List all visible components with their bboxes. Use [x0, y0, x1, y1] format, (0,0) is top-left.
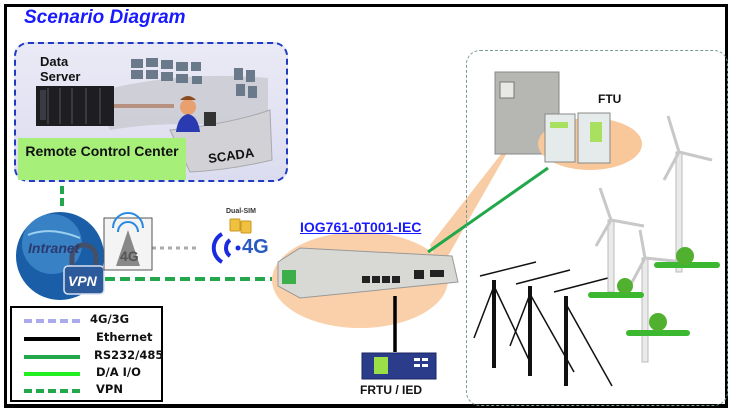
operator-icon: [176, 96, 216, 132]
intranet-label: Intranet: [28, 240, 80, 256]
ftu-label: FTU: [598, 92, 622, 106]
legend-label-4g3g: 4G/3G: [90, 312, 130, 326]
legend-label-rs232: RS232/485: [94, 348, 164, 362]
legend-swatch-rs232: [24, 355, 80, 359]
data-server-icon: [36, 86, 114, 126]
legend-label-ethernet: Ethernet: [96, 330, 153, 344]
legend-swatch-vpn: [24, 389, 80, 393]
utility-poles-icon: [473, 261, 613, 387]
dual-sim-icon: [229, 218, 252, 234]
gateway-router-icon: [277, 247, 459, 299]
cell-tower-label: 4G: [120, 248, 139, 264]
remote-control-center-banner: Remote Control Center: [18, 138, 186, 180]
legend-label-vpn: VPN: [96, 382, 123, 396]
dual-sim-label: Dual-SIM: [226, 208, 256, 215]
legend-item-vpn: VPN: [18, 382, 163, 398]
legend-item-rs232: RS232/485: [18, 348, 163, 364]
control-room-icon: [95, 58, 273, 173]
wireless-4g-icon: [211, 232, 241, 264]
legend: 4G/3G Ethernet RS232/485 D/A I/O VPN: [10, 306, 163, 402]
wind-turbines-icon: [588, 115, 720, 363]
frtu-ied-label: FRTU / IED: [360, 383, 422, 397]
legend-item-da-io: D/A I/O: [18, 365, 163, 381]
cell-tower-icon: [103, 212, 153, 271]
4g-badge-label: 4G: [242, 236, 269, 258]
ftu-relay-icon: [544, 112, 611, 164]
legend-swatch-4g3g: [24, 319, 80, 323]
rs232-link-line: [427, 166, 549, 254]
vpn-lock-icon: [63, 242, 105, 295]
diagram-title: Scenario Diagram: [24, 7, 186, 28]
legend-swatch-ethernet: [24, 337, 80, 341]
legend-item-4g3g: 4G/3G: [18, 312, 163, 328]
legend-item-ethernet: Ethernet: [18, 330, 163, 346]
legend-swatch-da-io: [24, 372, 80, 376]
data-server-label: Data Server: [40, 54, 81, 84]
vpn-badge-label: VPN: [68, 273, 97, 289]
frtu-ied-device-icon: [361, 352, 437, 380]
field-area-group: [466, 50, 728, 406]
legend-label-da-io: D/A I/O: [96, 365, 141, 379]
device-model-link[interactable]: IOG761-0T001-IEC: [300, 219, 422, 235]
